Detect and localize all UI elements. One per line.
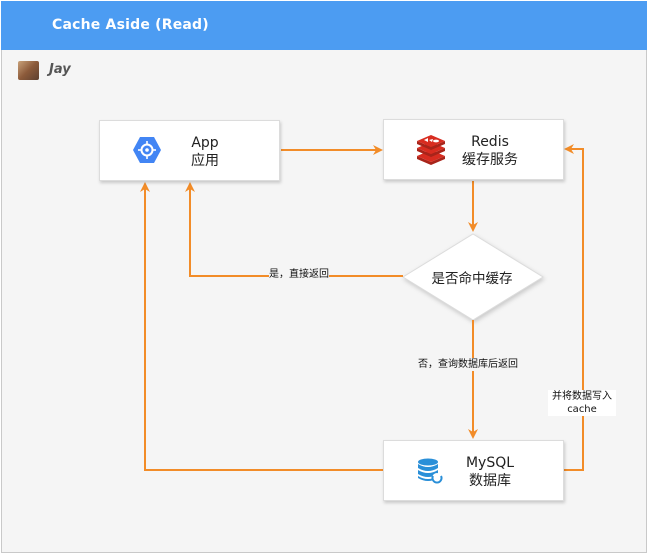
miss-edge-label: 否，查询数据库后返回 — [418, 358, 518, 371]
mysql-subtitle: 数据库 — [469, 473, 511, 489]
redis-icon — [415, 135, 447, 169]
author-name: Jay — [49, 62, 71, 77]
arrow-mysql-to-app — [140, 182, 383, 471]
write-cache-line1: 并将数据写入 — [552, 391, 612, 402]
mysql-title: MySQL — [465, 455, 515, 471]
app-node: App 应用 — [99, 120, 280, 181]
write-cache-line2: cache — [567, 404, 597, 415]
gcp-hexagon-icon — [132, 136, 162, 168]
database-icon — [417, 458, 443, 488]
redis-node: Redis 缓存服务 — [383, 119, 564, 180]
redis-subtitle: 缓存服务 — [462, 152, 518, 168]
decision-label: 是否命中缓存 — [431, 271, 513, 287]
title-bar: Cache Aside (Read) — [1, 1, 647, 50]
hit-edge-label: 是，直接返回 — [269, 268, 329, 281]
write-cache-edge-label: 并将数据写入 cache — [548, 390, 616, 416]
arrow-mysql-to-redis — [564, 144, 584, 471]
avatar — [18, 61, 39, 80]
page-title: Cache Aside (Read) — [52, 17, 209, 33]
mysql-node: MySQL 数据库 — [383, 440, 564, 501]
arrow-hit-to-app — [185, 182, 403, 277]
redis-title: Redis — [471, 134, 509, 150]
app-subtitle: 应用 — [191, 153, 219, 169]
app-title: App — [191, 135, 219, 151]
